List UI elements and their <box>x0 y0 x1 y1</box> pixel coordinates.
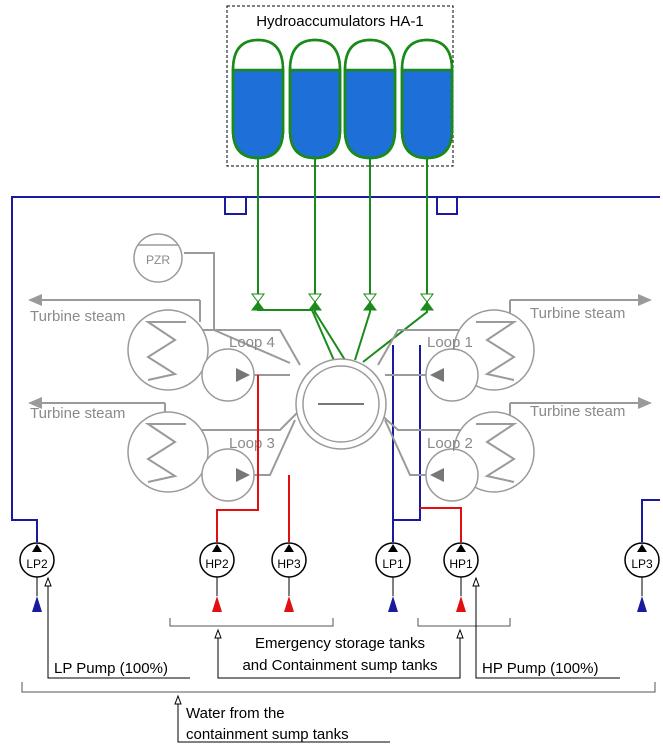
pump-hp2-label: HP2 <box>205 557 229 571</box>
pzr-label: PZR <box>146 253 170 267</box>
loop3-label: Loop 3 <box>229 435 275 452</box>
steam-generator-loop4 <box>127 309 209 391</box>
steam-generator-loop3 <box>127 411 209 493</box>
pump-hp3: HP3 <box>271 542 307 612</box>
loop1-label: Loop 1 <box>427 334 473 351</box>
high-pressure-lines <box>216 375 462 542</box>
pump-hp1: HP1 <box>443 542 479 612</box>
accumulator-1 <box>231 38 285 160</box>
reactor-vessel <box>295 358 387 450</box>
low-pressure-header <box>11 196 660 542</box>
reactor-coolant-pumps <box>201 348 479 502</box>
rcp-loop1 <box>425 348 479 402</box>
pump-hp1-label: HP1 <box>449 557 473 571</box>
check-valves <box>251 293 434 311</box>
accumulator-4 <box>400 38 454 160</box>
pump-lp1-label: LP1 <box>382 557 404 571</box>
loop4-label: Loop 4 <box>229 334 275 351</box>
leader-arrowheads <box>44 576 480 705</box>
pump-hp3-label: HP3 <box>277 557 301 571</box>
tanks-label-line1: Emergency storage tanks <box>255 635 425 652</box>
accumulator-2 <box>288 38 342 160</box>
tanks-label-line2: and Containment sump tanks <box>242 657 437 674</box>
turbine-steam-arrowheads <box>28 294 652 409</box>
turbine-steam-label-4: Turbine steam <box>530 403 625 420</box>
hp-pump-label: HP Pump (100%) <box>482 660 598 677</box>
rcp-loop3 <box>201 448 255 502</box>
turbine-steam-label-2: Turbine steam <box>30 405 125 422</box>
rcp-arrows <box>236 368 444 482</box>
accumulator-3 <box>343 38 397 160</box>
reactor-piping <box>40 252 640 476</box>
leader-lines <box>47 582 620 743</box>
pump-hp2: HP2 <box>199 542 235 612</box>
accumulator-vessels <box>231 38 454 160</box>
rcp-loop2 <box>425 448 479 502</box>
hydroaccumulator-title: Hydroaccumulators HA-1 <box>256 13 424 30</box>
brackets <box>21 618 656 693</box>
pump-lp3: LP3 <box>624 542 660 612</box>
loop2-label: Loop 2 <box>427 435 473 452</box>
turbine-steam-label-3: Turbine steam <box>530 305 625 322</box>
pump-lp3-label: LP3 <box>631 557 653 571</box>
pressurizer: PZR <box>133 233 183 283</box>
rcp-loop4 <box>201 348 255 402</box>
water-label-line1: Water from the <box>186 705 285 722</box>
pump-lp1: LP1 <box>375 542 411 612</box>
pump-lp2-label: LP2 <box>26 557 48 571</box>
water-label-line2: containment sump tanks <box>186 726 349 743</box>
safety-injection-pumps: LP2 HP2 HP3 LP1 HP1 <box>19 542 660 612</box>
turbine-steam-label-1: Turbine steam <box>30 308 125 325</box>
lp-pump-label: LP Pump (100%) <box>54 660 168 677</box>
pump-lp2: LP2 <box>19 542 55 612</box>
